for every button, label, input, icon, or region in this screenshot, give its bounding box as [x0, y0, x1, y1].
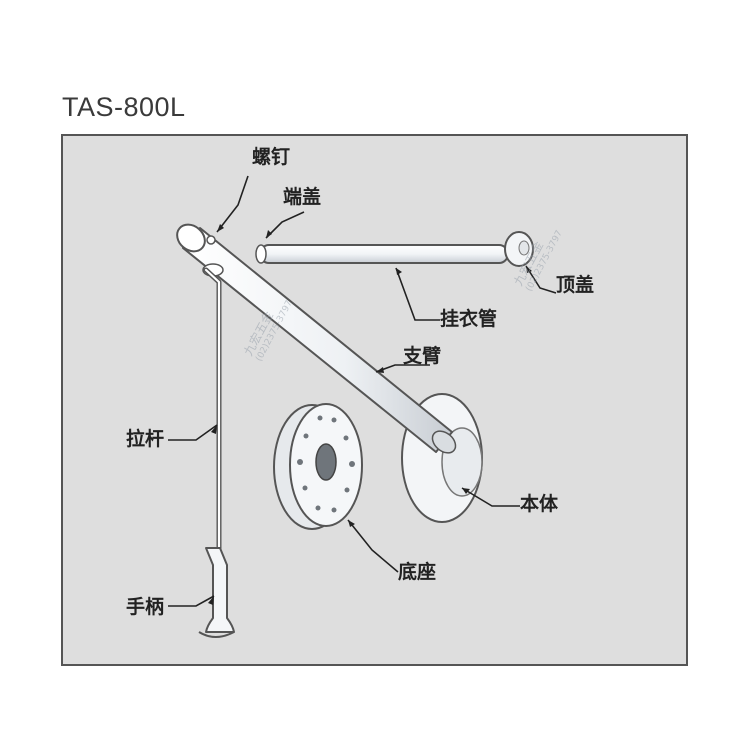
leader-handle: [168, 595, 215, 607]
leader-end-cap: [265, 211, 305, 239]
leader-top-cap: [525, 265, 557, 294]
label-base: 底座: [398, 561, 437, 583]
leader-hanging-rod: [395, 267, 440, 321]
label-handle: 手柄: [126, 596, 165, 618]
label-end-cap: 端盖: [283, 186, 322, 208]
leader-base: [347, 519, 399, 573]
handle-part: [198, 547, 235, 638]
base-part: [273, 403, 363, 530]
leader-body: [461, 487, 520, 507]
label-support-arm: 支臂: [403, 345, 442, 367]
pull-rod-part: [203, 267, 222, 551]
support-arm-part: [176, 223, 457, 454]
label-pull-rod: 拉杆: [126, 428, 165, 450]
label-top-cap: 顶盖: [556, 274, 595, 296]
leader-arrows: [208, 224, 532, 605]
leader-lines: [168, 175, 557, 607]
leader-screw: [216, 175, 249, 233]
model-title: TAS-800L: [62, 92, 186, 122]
label-hanging-rod: 挂衣管: [440, 308, 498, 330]
hanging-rod-part: [255, 231, 534, 267]
label-screw: 螺钉: [252, 146, 291, 168]
label-body: 本体: [520, 493, 559, 515]
leader-pull-rod: [168, 424, 218, 441]
